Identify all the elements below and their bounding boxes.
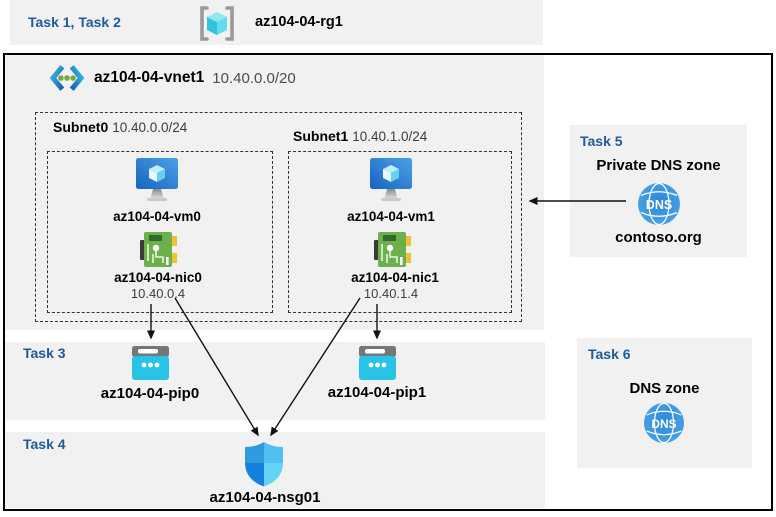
subnet1-name: Subnet1	[293, 128, 349, 144]
vm1-icon	[370, 158, 412, 201]
private-dns-zone-title: Private DNS zone	[596, 157, 721, 174]
task5-box: Task 5 Private DNS zone DNS contoso.org	[570, 125, 747, 257]
task6-label: Task 6	[588, 346, 631, 362]
subnet0-cidr: 10.40.0.0/24	[112, 120, 188, 135]
nic0-ip: 10.40.0.4	[130, 286, 186, 301]
vm0-icon	[136, 158, 178, 201]
dns-icon-text: DNS	[646, 198, 672, 212]
dns-zone-icon: DNS	[643, 402, 685, 444]
subnet1-box	[288, 151, 512, 313]
nic1-ip: 10.40.1.4	[363, 286, 419, 301]
task1-2-banner: Task 1, Task 2 az104-04-rg1	[10, 0, 543, 45]
task6-box: Task 6 DNS zone DNS	[577, 338, 752, 468]
private-dns-icon: DNS	[638, 182, 680, 226]
vm0-label: az104-04-vm0	[113, 209, 201, 224]
task3-label: Task 3	[23, 345, 66, 361]
vnet-cidr: 10.40.0.0/20	[212, 69, 296, 87]
subnet0-box	[47, 151, 273, 313]
nic1-label: az104-04-nic1	[351, 270, 439, 285]
vm1-label: az104-04-vm1	[347, 209, 435, 224]
resource-group-icon	[200, 6, 234, 41]
virtual-network-icon	[49, 65, 85, 91]
nic1-icon	[374, 232, 411, 267]
nic0-label: az104-04-nic0	[114, 270, 202, 285]
pip1-label: az104-04-pip1	[327, 384, 427, 401]
pip0-icon	[132, 346, 169, 380]
nic0-icon	[140, 232, 177, 267]
nsg-label: az104-04-nsg01	[209, 489, 321, 506]
dns-zone-title: DNS zone	[629, 380, 700, 397]
task1-2-label: Task 1, Task 2	[28, 14, 121, 30]
task4-label: Task 4	[23, 436, 66, 452]
subnet1-cidr: 10.40.1.0/24	[352, 129, 428, 144]
resource-group-name: az104-04-rg1	[255, 14, 343, 30]
private-dns-zone-name: contoso.org	[615, 229, 702, 246]
pip1-icon	[359, 346, 396, 380]
dns-icon-text: DNS	[651, 417, 676, 431]
environment-box	[3, 53, 773, 511]
nsg-icon	[245, 442, 283, 487]
vnet-name: az104-04-vnet1	[94, 69, 205, 86]
subnet0-name: Subnet0	[53, 119, 109, 135]
pip0-label: az104-04-pip0	[100, 385, 200, 402]
vnet-header: az104-04-vnet1 10.40.0.0/20	[48, 62, 296, 94]
vnet-region	[5, 55, 544, 330]
task3-row: Task 3	[5, 342, 545, 420]
task5-label: Task 5	[580, 133, 623, 149]
